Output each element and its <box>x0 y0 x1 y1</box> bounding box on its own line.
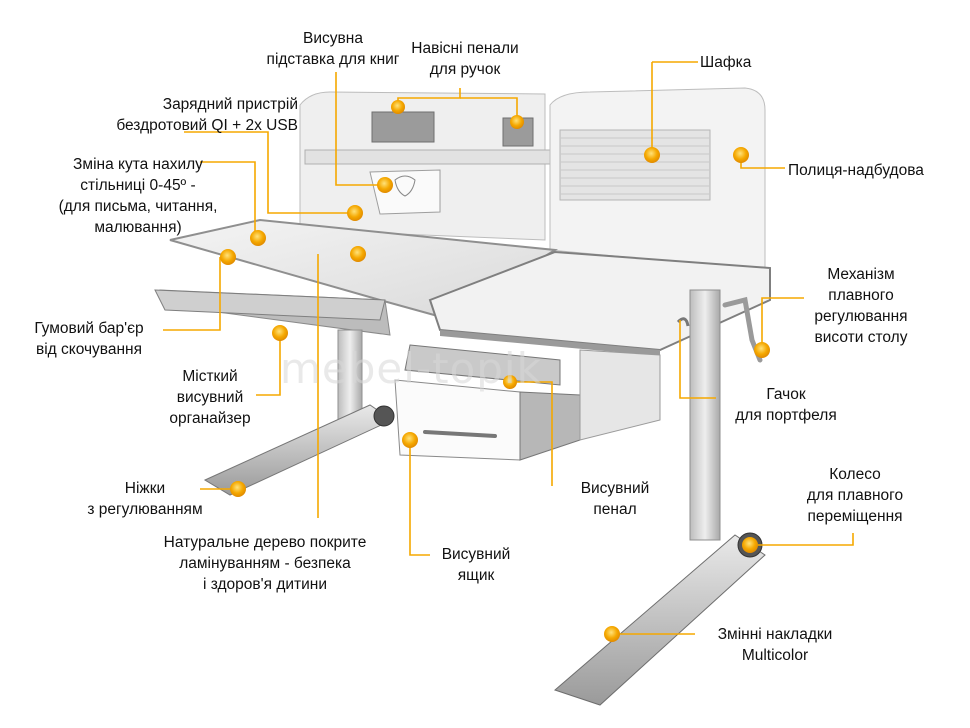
callout-dot <box>230 481 246 497</box>
label-wood: Натуральне дерево покрите ламінуванням -… <box>163 534 367 593</box>
callout-dot <box>510 115 524 129</box>
label-covers: Змінні накладки Multicolor <box>717 626 833 664</box>
label-book-stand: Висувна підставка для книг <box>266 30 400 68</box>
label-height-mechanism: Механізм плавного регулювання висоти сто… <box>814 266 908 346</box>
left-leg <box>203 329 395 496</box>
label-drawer: Висувний ящик <box>441 546 511 584</box>
callout-dot <box>347 205 363 221</box>
callout-dot <box>503 375 517 389</box>
pencil-case-left <box>371 111 435 143</box>
label-tilt: Зміна кута нахилу стільниці 0-45º - (для… <box>58 156 218 236</box>
callout-dot <box>391 100 405 114</box>
callout-dot <box>220 249 236 265</box>
right-leg <box>554 289 766 706</box>
organizer-drawer <box>154 289 386 321</box>
label-cabinet: Шафка <box>700 54 752 71</box>
callout-dot <box>377 177 393 193</box>
book-stand <box>369 169 441 215</box>
watermark-text: mebel-topik <box>280 344 542 393</box>
label-hook: Гачок для портфеля <box>735 386 837 424</box>
label-pencil-drawer: Висувний пенал <box>580 480 650 518</box>
label-shelf: Полиця-надбудова <box>788 162 924 179</box>
callout-dots <box>220 100 770 642</box>
leader-lines <box>163 61 854 635</box>
cabinet <box>549 87 766 271</box>
label-charger: Зарядний пристрій бездротовий QI + 2x US… <box>116 96 298 134</box>
callout-dot <box>350 246 366 262</box>
callout-dot <box>742 537 758 553</box>
label-wheel: Колесо для плавного переміщення <box>806 466 904 525</box>
callout-dot <box>754 342 770 358</box>
callout-dot <box>250 230 266 246</box>
label-pencil-cases: Навісні пенали для ручок <box>411 40 519 78</box>
label-rubber-barrier: Гумовий бар'єр від скочування <box>34 320 144 358</box>
callout-dot <box>733 147 749 163</box>
drawers-block <box>394 344 661 461</box>
fixed-tabletop <box>428 250 771 356</box>
callout-dot <box>402 432 418 448</box>
callout-dot <box>644 147 660 163</box>
label-organizer: Місткий висувний органайзер <box>169 368 251 427</box>
callout-dot <box>604 626 620 642</box>
label-legs: Ніжки з регулюванням <box>87 480 203 518</box>
callout-dot <box>272 325 288 341</box>
